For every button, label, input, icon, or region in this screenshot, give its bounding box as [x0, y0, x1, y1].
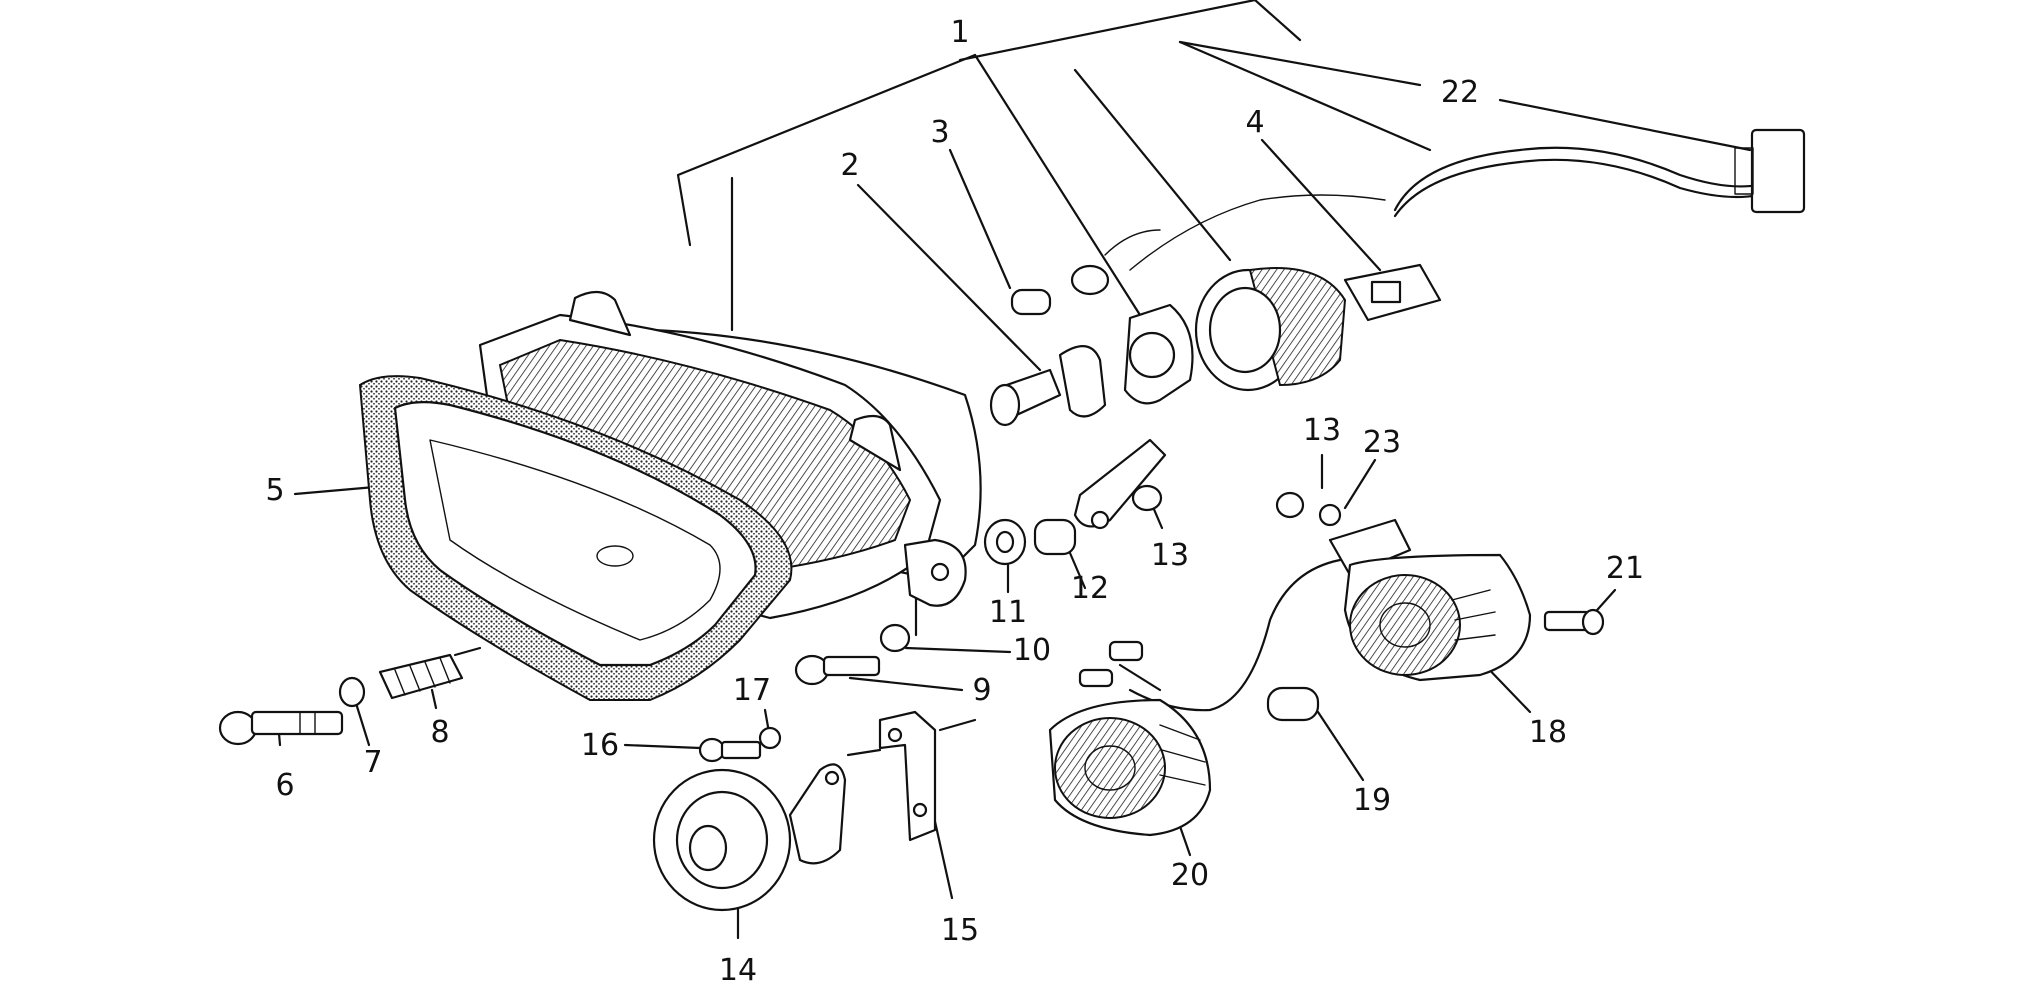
callout-3: 3 [930, 115, 949, 150]
fasteners-left [218, 623, 911, 746]
callout-15: 15 [941, 913, 979, 948]
callout-7: 7 [363, 745, 382, 780]
wiring-harness [1104, 128, 1806, 322]
rubber-cover [1194, 267, 1347, 392]
callout-14: 14 [719, 953, 757, 988]
callout-1: 1 [950, 15, 969, 50]
headlight-body [358, 290, 982, 701]
callout-9: 9 [972, 673, 991, 708]
callout-17: 17 [733, 673, 771, 708]
retaining-ring [1123, 303, 1194, 405]
callout-4: 4 [1245, 105, 1264, 140]
bulb-h4 [989, 345, 1107, 427]
turn-signal-left [1048, 698, 1212, 837]
callout-11: 11 [989, 595, 1027, 630]
callout-16: 16 [581, 728, 619, 763]
callout-19: 19 [1353, 783, 1391, 818]
callout-13-center: 13 [1151, 538, 1189, 573]
callout-12: 12 [1071, 571, 1109, 606]
callout-13-right: 13 [1303, 413, 1341, 448]
callout-23: 23 [1363, 425, 1401, 460]
bulb-parking [1010, 264, 1110, 316]
horn-assembly [652, 710, 937, 912]
callout-2: 2 [840, 148, 859, 183]
callout-labels: 1 2 3 4 5 6 7 8 9 10 11 12 13 13 14 15 1… [265, 15, 1644, 988]
turn-signal-right [1078, 491, 1605, 722]
callout-5: 5 [265, 473, 284, 508]
callout-10: 10 [1013, 633, 1051, 668]
callout-22: 22 [1441, 75, 1479, 110]
callout-8: 8 [430, 715, 449, 750]
callout-18: 18 [1529, 715, 1567, 750]
callout-21: 21 [1606, 551, 1644, 586]
callout-20: 20 [1171, 858, 1209, 893]
leader-lines [276, 0, 1752, 940]
callout-6: 6 [275, 768, 294, 803]
mount-hardware-center [983, 438, 1167, 566]
